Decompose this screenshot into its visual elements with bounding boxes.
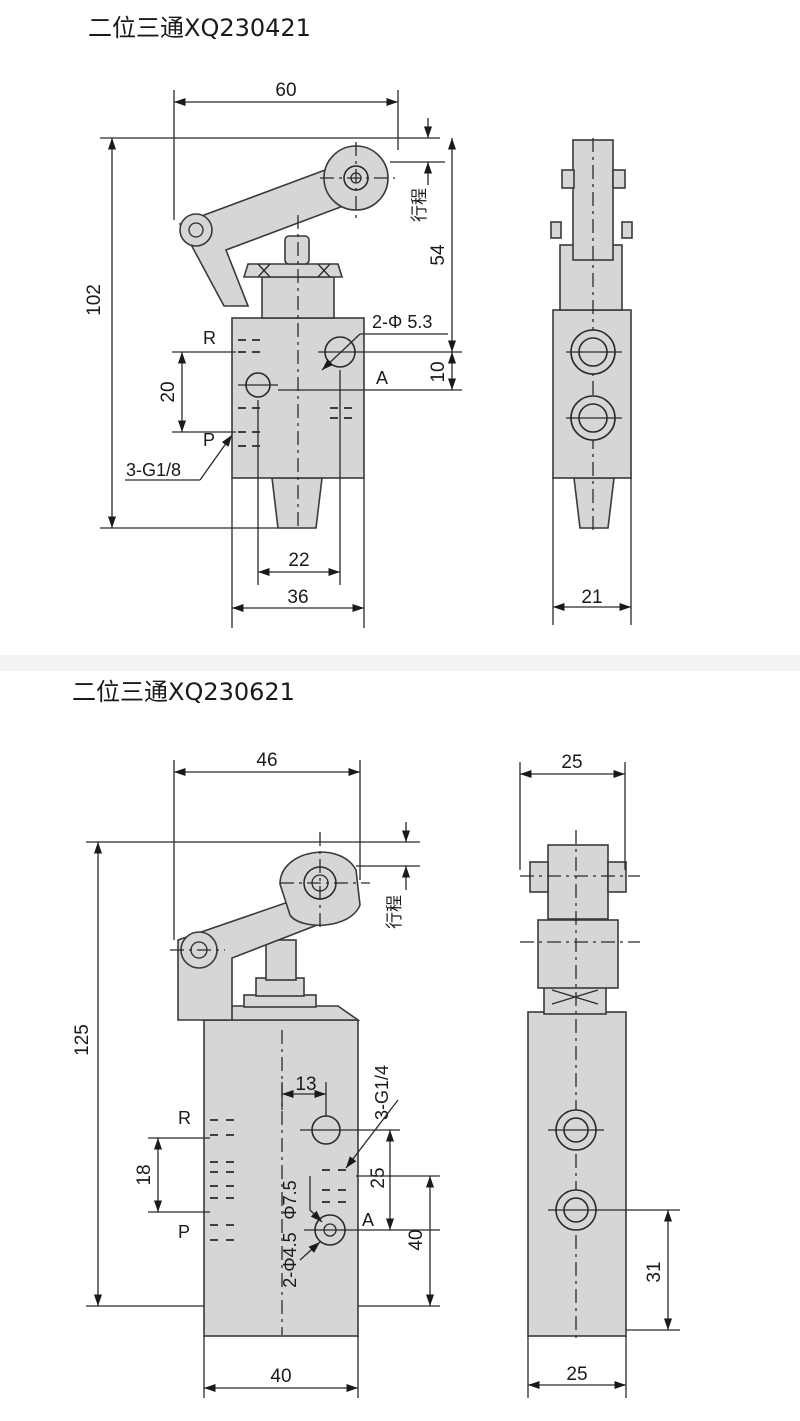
valve-1-side-dim-21: 21: [581, 587, 602, 608]
valve-2-dim-25: 25: [368, 1167, 389, 1188]
valve-2-side-dim-31: 31: [644, 1261, 665, 1282]
valve-2-dimensions: 46 125 行程 13 3-G1/4 R A P 18 25 Φ7.5: [72, 750, 440, 1398]
valve-2-thread-label: 3-G1/4: [372, 1065, 392, 1120]
valve-1-front-view: [178, 142, 395, 530]
valve-1-title: 二位三通XQ230421: [88, 14, 311, 42]
valve-1-port-r: R: [203, 328, 216, 348]
valve-2-side-dim-25-top: 25: [561, 752, 582, 773]
valve-2-port-r: R: [178, 1108, 191, 1128]
valve-1-dimensions: 60 102 行程 54 2-Φ 5.3 10 R A P 20 3-: [84, 80, 462, 628]
valve-2-stroke-label: 行程: [385, 895, 405, 929]
valve-2-dim-125: 125: [72, 1024, 93, 1056]
valve-1-dim-20: 20: [158, 381, 179, 402]
valve-2-hole-label: 2-Φ4.5: [280, 1232, 300, 1287]
valve-2-body: [203, 1019, 359, 1337]
valve-1-thread-label: 3-G1/8: [126, 460, 181, 480]
valve-2-side-roller: [547, 844, 609, 920]
valve-2-side-dimensions: 25 31 25: [519, 752, 680, 1398]
valve-2-dim-13: 13: [295, 1074, 316, 1095]
valve-2-side-view: [520, 830, 680, 1338]
valve-2-side-body: [527, 1011, 627, 1337]
valve-1-side-view: [550, 138, 633, 535]
valve-2-dim-40-v: 40: [406, 1229, 427, 1250]
valve-2-stem: [265, 939, 297, 981]
valve-2-dim-40-h: 40: [270, 1366, 291, 1387]
valve-1-dim-22: 22: [288, 550, 309, 571]
valve-2-port-p: P: [178, 1222, 190, 1242]
valve-1-nut: [242, 263, 344, 278]
valve-1-port-p: P: [203, 430, 215, 450]
valve-1-plunger-top: [284, 235, 310, 265]
valve-1-dim-54: 54: [428, 244, 449, 266]
valve-2-front-view: [170, 832, 440, 1337]
valve-2-side-dim-25-bottom: 25: [566, 1364, 587, 1385]
valve-1-dim-102: 102: [84, 284, 105, 316]
valve-2-port-a: A: [362, 1210, 374, 1230]
valve-1-bottom-plunger: [271, 477, 323, 529]
valve-1-stroke-label: 行程: [410, 188, 430, 222]
valve-1-dim-10: 10: [428, 361, 449, 382]
valve-2-title: 二位三通XQ230621: [72, 678, 295, 706]
valve-2-dim-phi: Φ7.5: [280, 1180, 300, 1219]
valve-1-pivot: [179, 213, 213, 247]
valve-1-hole-label: 2-Φ 5.3: [372, 312, 432, 332]
section-divider: [0, 655, 800, 671]
valve-1-dim-36: 36: [287, 587, 308, 608]
valve-2-dim-46: 46: [256, 750, 277, 771]
valve-1-dim-60: 60: [275, 80, 296, 101]
valve-1-port-a: A: [376, 368, 388, 388]
valve-1-side-dimensions: 21: [552, 478, 632, 625]
valve-2-dim-18: 18: [134, 1164, 155, 1185]
